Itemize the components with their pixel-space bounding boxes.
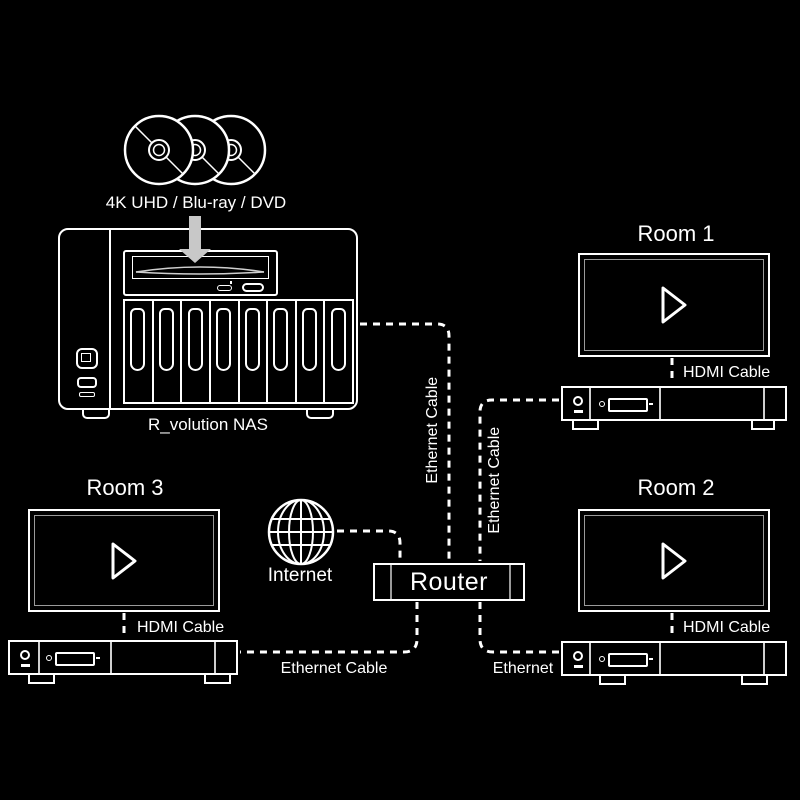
ethernet-cable-router-to-room3 xyxy=(240,602,419,654)
bay-handle xyxy=(187,308,203,371)
player-divider xyxy=(110,642,112,673)
room2-media-player xyxy=(561,641,787,685)
player-divider xyxy=(763,388,765,419)
ethernet-cable-nas-to-router xyxy=(360,322,451,561)
room3-tv-screen xyxy=(34,515,214,606)
player-port-pin xyxy=(96,657,100,659)
nas-label: R_volution NAS xyxy=(147,415,268,434)
room2-tv-screen xyxy=(584,515,764,606)
bay-handle xyxy=(216,308,232,371)
player-power-button xyxy=(573,396,583,406)
drive-eject-button xyxy=(242,283,264,292)
room3-hdmi-label: HDMI Cable xyxy=(137,619,225,636)
nas-front-divider xyxy=(109,230,111,408)
drive-bay xyxy=(211,301,240,402)
nas-button xyxy=(77,377,97,388)
play-icon xyxy=(661,542,687,579)
nas-indicator xyxy=(79,392,95,397)
player-power-mark xyxy=(21,664,30,667)
ethernet-label-room2: Ethernet xyxy=(492,660,554,677)
bay-handle xyxy=(158,308,174,371)
player-front xyxy=(8,640,238,675)
drive-bay xyxy=(240,301,269,402)
room1-media-player xyxy=(561,386,787,430)
router-label: Router xyxy=(409,567,489,596)
disc-stack-icon xyxy=(123,114,267,186)
player-port-screw xyxy=(599,656,605,662)
player-av-port xyxy=(608,398,648,412)
player-power-button xyxy=(20,650,30,660)
drive-bays xyxy=(123,299,354,404)
player-port-pin xyxy=(649,658,653,660)
player-power-mark xyxy=(574,410,583,413)
room3-tv xyxy=(28,509,220,612)
internet-globe-icon xyxy=(267,498,335,566)
ethernet-cable-label-room3: Ethernet Cable xyxy=(280,660,388,677)
player-power-button xyxy=(573,651,583,661)
player-port-screw xyxy=(46,655,52,661)
player-av-port xyxy=(608,653,648,667)
player-front xyxy=(561,386,787,421)
bay-handle xyxy=(244,308,260,371)
player-divider xyxy=(763,643,765,674)
room1-tv xyxy=(578,253,770,357)
ethernet-cable-room1-to-router xyxy=(478,398,559,561)
ethernet-cable-router-to-room2 xyxy=(478,602,559,654)
room3-title: Room 3 xyxy=(86,475,164,500)
drive-led xyxy=(230,281,232,284)
internet-to-router-cable xyxy=(337,529,402,561)
player-port-pin xyxy=(649,403,653,405)
drive-bay xyxy=(268,301,297,402)
bay-handle xyxy=(130,308,146,371)
player-power-mark xyxy=(574,665,583,668)
play-icon xyxy=(111,542,137,579)
player-av-port xyxy=(55,652,95,666)
drive-bay xyxy=(325,301,352,402)
play-icon xyxy=(661,286,687,324)
router-right-line xyxy=(509,565,511,599)
player-divider xyxy=(659,643,661,674)
drive-bay xyxy=(154,301,183,402)
room1-tv-screen xyxy=(584,259,764,351)
drive-bay xyxy=(182,301,211,402)
bay-handle xyxy=(273,308,289,371)
drive-bay xyxy=(297,301,326,402)
room3-media-player xyxy=(8,640,238,684)
room2-tv xyxy=(578,509,770,612)
player-divider xyxy=(589,643,591,674)
room2-hdmi-label: HDMI Cable xyxy=(683,619,771,636)
insert-arrow-icon xyxy=(179,216,211,263)
discs-label: 4K UHD / Blu-ray / DVD xyxy=(105,193,287,212)
internet-label: Internet xyxy=(267,565,333,586)
router-box: Router xyxy=(373,563,525,601)
tray-curve xyxy=(135,266,265,275)
nas-power-button-inner xyxy=(81,353,91,362)
player-front xyxy=(561,641,787,676)
room1-hdmi-label: HDMI Cable xyxy=(683,364,771,381)
drive-bay xyxy=(125,301,154,402)
room1-title: Room 1 xyxy=(637,221,715,246)
bay-handle xyxy=(302,308,318,371)
nas-device xyxy=(58,228,358,410)
router-left-line xyxy=(390,565,392,599)
player-port-screw xyxy=(599,401,605,407)
player-divider xyxy=(214,642,216,673)
player-divider xyxy=(38,642,40,673)
bay-handle xyxy=(330,308,346,371)
room2-title: Room 2 xyxy=(637,475,715,500)
nas-power-button xyxy=(76,348,98,369)
drive-button xyxy=(217,285,232,291)
player-divider xyxy=(659,388,661,419)
player-divider xyxy=(589,388,591,419)
